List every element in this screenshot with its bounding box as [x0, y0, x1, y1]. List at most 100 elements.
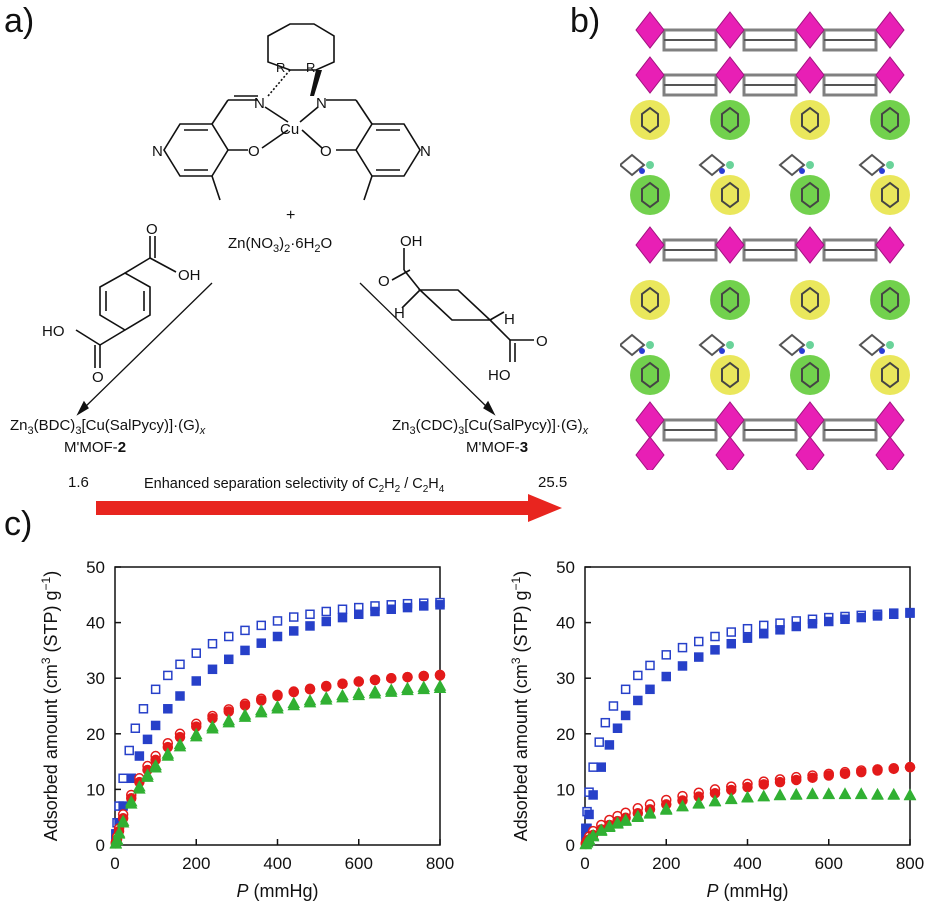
pyridine-ring [641, 361, 659, 389]
data-point-square [224, 654, 234, 665]
pyridine-ring [721, 181, 739, 209]
data-point-circle [434, 670, 446, 681]
guest-sphere [870, 355, 910, 395]
x-tick-label: 400 [733, 854, 761, 873]
data-point-circle [872, 765, 883, 776]
data-point-triangle [222, 716, 236, 728]
data-point-triangle [692, 797, 706, 809]
zn-polyhedron [795, 226, 825, 264]
data-point-square [759, 620, 769, 631]
atom-label-o-cdc-top: O [378, 273, 390, 290]
plot-frame [584, 566, 911, 846]
n-atom [799, 168, 805, 174]
data-point-triangle [116, 816, 130, 828]
selectivity-arrow [96, 494, 562, 522]
cu-atom [886, 161, 894, 169]
data-point-triangle [368, 687, 382, 699]
data-point-circle [839, 768, 851, 780]
data-point-square [191, 648, 201, 658]
y-tick-label: 0 [96, 836, 105, 855]
data-point-circle [888, 763, 899, 775]
data-point-circle [791, 774, 802, 786]
x-tick-label: 800 [896, 854, 924, 873]
n-atom [799, 348, 805, 354]
data-point-triangle [352, 688, 366, 701]
cyclohexane-ring [698, 333, 726, 357]
data-point-square [175, 659, 185, 670]
data-point-triangle [238, 710, 252, 722]
cu-salpycy-complex [163, 23, 421, 201]
pyridine-ring [801, 286, 819, 314]
zn-polyhedron [875, 226, 905, 264]
mof2-name: M'MOF-2 [64, 439, 126, 455]
guest-sphere [710, 280, 750, 320]
data-point-square [402, 602, 413, 613]
zn-polyhedron [795, 401, 825, 439]
x-axis-label: P (mmHg) [236, 881, 318, 901]
cyclohexane-ring [778, 333, 806, 357]
atom-label-h-cdc-left: H [394, 305, 405, 322]
data-point-triangle [319, 693, 333, 705]
data-point-square [126, 773, 136, 784]
zn-polyhedron [795, 56, 825, 94]
data-point-square [645, 660, 655, 671]
cyclohexane-ring [698, 153, 726, 177]
data-point-square [305, 609, 315, 620]
zn-polyhedron [635, 56, 665, 94]
data-point-triangle [133, 782, 146, 794]
n-atom [719, 168, 725, 174]
atom-label-n-left: N [254, 95, 265, 112]
data-point-circle [823, 770, 834, 781]
y-tick-label: 10 [86, 780, 105, 799]
n-atom [879, 348, 885, 354]
y-tick-label: 10 [556, 780, 575, 799]
atom-label-ho-bdc: HO [42, 323, 65, 340]
data-point-square [134, 751, 145, 761]
data-point-triangle [603, 820, 616, 832]
data-point-triangle [643, 807, 657, 819]
data-point-triangle [903, 788, 917, 801]
data-point-square [321, 606, 331, 617]
atom-label-h-cdc-right: H [504, 311, 515, 328]
data-point-triangle [708, 795, 722, 807]
guest-sphere [710, 175, 750, 215]
data-point-square [856, 612, 866, 623]
data-point-triangle [676, 800, 689, 812]
data-point-circle [807, 772, 818, 783]
atom-label-oh-bdc: OH [178, 267, 201, 284]
selectivity-value-right: 25.5 [538, 474, 568, 491]
x-axis-label: P (mmHg) [706, 881, 788, 901]
mof2-formula: Zn3(BDC)3[Cu(SalPycy)]·(G)x [10, 417, 206, 437]
data-point-circle [742, 781, 753, 793]
y-tick-label: 50 [86, 558, 105, 577]
guest-sphere [870, 280, 910, 320]
atom-label-o-cdc-right: O [536, 333, 548, 350]
reaction-scheme: N N Cu O O N N R R + Zn(NO3)2·6H2O O OH … [10, 23, 589, 455]
data-point-square [791, 621, 801, 632]
data-point-square [677, 661, 688, 671]
data-point-square [419, 601, 429, 611]
data-point-square [677, 642, 688, 653]
cyclohexane-ring [858, 153, 886, 177]
cu-atom [886, 341, 894, 349]
data-point-square [138, 704, 149, 714]
data-point-triangle [206, 722, 219, 734]
guest-sphere [630, 100, 670, 140]
guest-sphere [790, 355, 830, 395]
data-point-square [710, 631, 720, 642]
data-point-square [588, 790, 598, 800]
data-point-circle [321, 681, 332, 692]
plus-sign: + [286, 207, 295, 224]
guest-sphere [790, 175, 830, 215]
data-point-triangle [619, 814, 632, 826]
zn-polyhedron [715, 11, 745, 49]
atom-label-n-pyridine-right: N [420, 143, 431, 160]
data-point-circle [337, 678, 348, 690]
data-point-triangle [822, 787, 836, 800]
data-point-triangle [838, 787, 852, 800]
zn-polyhedron [635, 401, 665, 439]
data-point-square [224, 631, 234, 642]
cyclohexane-ring [858, 333, 886, 357]
data-point-square [661, 671, 671, 682]
data-point-square [645, 684, 655, 695]
